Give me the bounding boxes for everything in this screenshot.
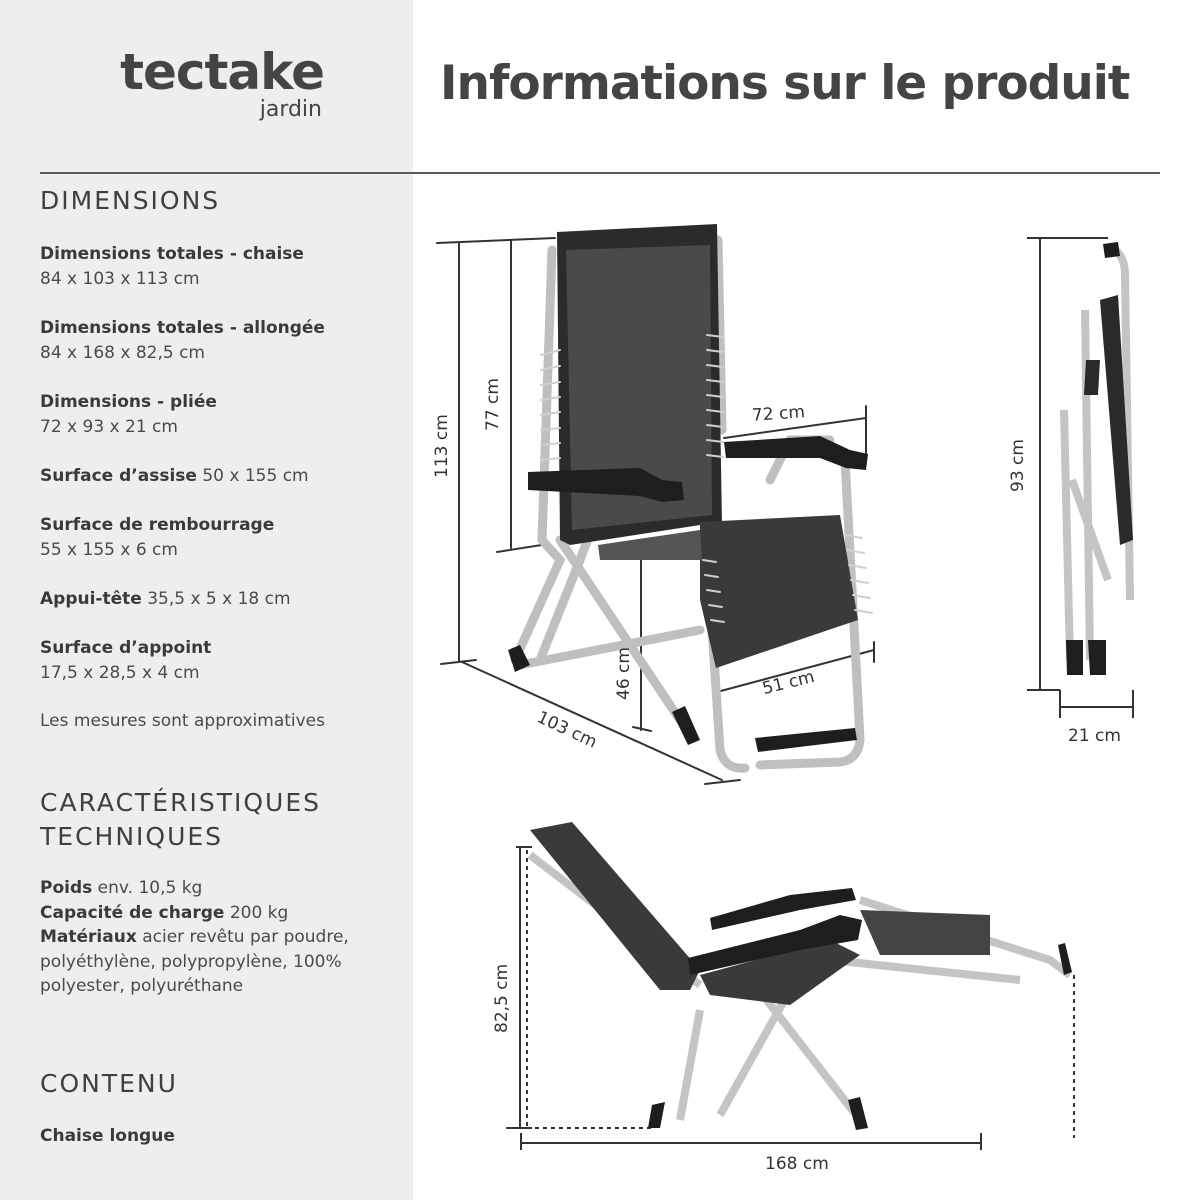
reclined-chair-illustration xyxy=(506,822,1075,1150)
spec-item: Dimensions totales - chaise 84 x 103 x 1… xyxy=(40,242,400,291)
spec-label: Dimensions - pliée xyxy=(40,392,217,412)
spec-label: Dimensions totales - allongée xyxy=(40,318,325,338)
spec-value: 84 x 103 x 113 cm xyxy=(40,268,200,289)
dim-back-height: 77 cm xyxy=(483,378,503,431)
page-title: Informations sur le produit xyxy=(440,56,1130,111)
spec-item: Capacité de charge 200 kg xyxy=(40,901,390,926)
section-title-contents: CONTENU xyxy=(40,1069,178,1098)
spec-item: Surface d’appoint 17,5 x 28,5 x 4 cm xyxy=(40,636,400,685)
section-title-dimensions: DIMENSIONS xyxy=(40,186,221,215)
spec-item: Poids env. 10,5 kg xyxy=(40,876,390,901)
spec-value: 72 x 93 x 21 cm xyxy=(40,416,178,437)
spec-value: env. 10,5 kg xyxy=(97,878,203,898)
spec-label: Surface d’assise xyxy=(40,466,197,486)
spec-value: 50 x 155 cm xyxy=(202,466,309,486)
spec-value: 84 x 168 x 82,5 cm xyxy=(40,342,205,363)
dim-width: 72 cm xyxy=(751,402,806,426)
spec-label: Poids xyxy=(40,878,93,898)
dim-reclined-length: 168 cm xyxy=(765,1154,829,1174)
spec-value: 35,5 x 5 x 18 cm xyxy=(147,589,291,609)
spec-label: Surface de rembourrage xyxy=(40,515,275,535)
section-title-technical: CARACTÉRISTIQUES TECHNIQUES xyxy=(40,786,321,854)
spec-label: Appui-tête xyxy=(40,589,142,609)
spec-item: Appui-tête 35,5 x 5 x 18 cm xyxy=(40,587,400,612)
section-title-line: CARACTÉRISTIQUES xyxy=(40,788,321,817)
spec-value: 200 kg xyxy=(229,902,289,923)
upright-chair-illustration xyxy=(436,224,875,785)
contents-item: Chaise longue xyxy=(40,1124,400,1149)
contents-label: Chaise longue xyxy=(40,1126,175,1146)
sidebar xyxy=(0,0,413,1200)
spec-item: Surface d’assise 50 x 155 cm xyxy=(40,464,400,489)
spec-value: 55 x 155 x 6 cm xyxy=(40,539,178,560)
spec-item: Dimensions totales - allongée 84 x 168 x… xyxy=(40,316,400,365)
dim-reclined-height: 82,5 cm xyxy=(492,963,512,1033)
spec-label: Matériaux xyxy=(40,927,137,947)
dim-seat-height: 46 cm xyxy=(614,647,634,700)
section-title-line: TECHNIQUES xyxy=(40,822,224,851)
brand-logo: tectake jardin xyxy=(92,43,325,122)
spec-item: Surface de rembourrage 55 x 155 x 6 cm xyxy=(40,513,400,562)
spec-label: Capacité de charge xyxy=(40,902,225,923)
spec-label: Dimensions totales - chaise xyxy=(40,244,304,264)
spec-item: Matériaux acier revêtu par poudre, polyé… xyxy=(40,925,390,999)
header-divider xyxy=(40,172,1160,174)
dim-total-height: 113 cm xyxy=(432,414,452,478)
brand-subtitle: jardin xyxy=(259,97,322,122)
folded-chair-illustration xyxy=(1027,237,1134,718)
brand-name: tectake xyxy=(120,43,325,101)
technical-specs: Poids env. 10,5 kg Capacité de charge 20… xyxy=(40,876,390,999)
spec-value: acier revêtu par poudre, polyéthylène, p… xyxy=(40,927,349,996)
measurement-note: Les mesures sont approximatives xyxy=(40,711,325,731)
spec-item: Dimensions - pliée 72 x 93 x 21 cm xyxy=(40,390,400,439)
spec-value: 17,5 x 28,5 x 4 cm xyxy=(40,662,200,683)
dim-folded-depth: 21 cm xyxy=(1068,726,1121,746)
spec-label: Surface d’appoint xyxy=(40,638,212,658)
dim-folded-height: 93 cm xyxy=(1008,439,1028,492)
